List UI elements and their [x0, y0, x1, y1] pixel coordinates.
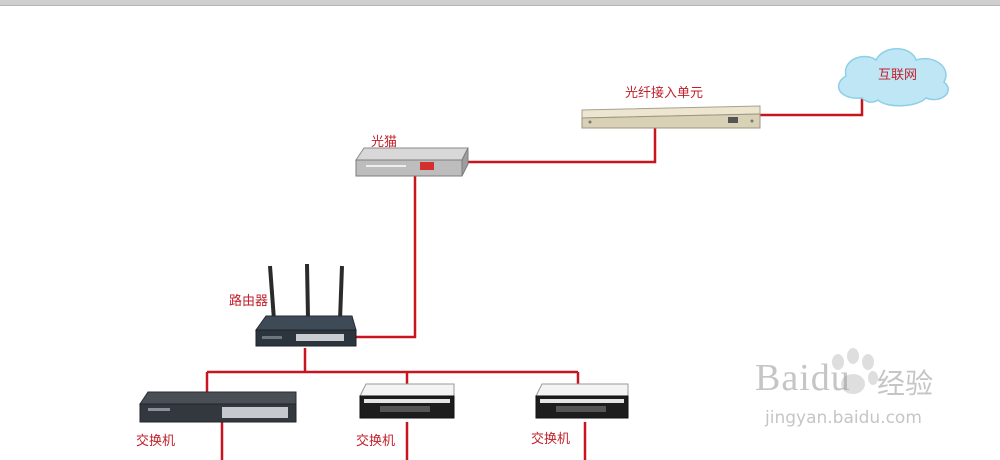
link-fiber-modem [468, 128, 657, 164]
switch-2-icon [359, 383, 455, 419]
connection-lines [205, 82, 864, 460]
watermark-brand: Baidu [755, 357, 851, 399]
baidu-watermark: Baidu 经验 jingyan.baidu.com [755, 350, 955, 440]
router-icon [255, 263, 357, 347]
baidu-paw-watermark-icon [832, 348, 878, 394]
switch-3-icon [535, 383, 629, 419]
link-modem-router [355, 175, 417, 339]
switch-2-label: 交换机 [356, 434, 396, 449]
fiber-access-unit-icon [581, 105, 761, 129]
fiber-unit-label: 光纤接入单元 [625, 86, 704, 101]
switch-1-label: 交换机 [136, 434, 176, 449]
switch-3-label: 交换机 [531, 432, 571, 447]
router-label: 路由器 [229, 294, 269, 309]
optical-modem-icon [355, 147, 469, 177]
watermark-url: jingyan.baidu.com [765, 408, 922, 428]
browser-top-bar [0, 0, 1000, 6]
watermark-brand-cn: 经验 [877, 367, 934, 400]
internet-cloud-icon [837, 48, 949, 107]
internet-label: 互联网 [878, 68, 918, 83]
switch-1-icon [139, 391, 297, 423]
optical-modem-label: 光猫 [371, 135, 398, 150]
